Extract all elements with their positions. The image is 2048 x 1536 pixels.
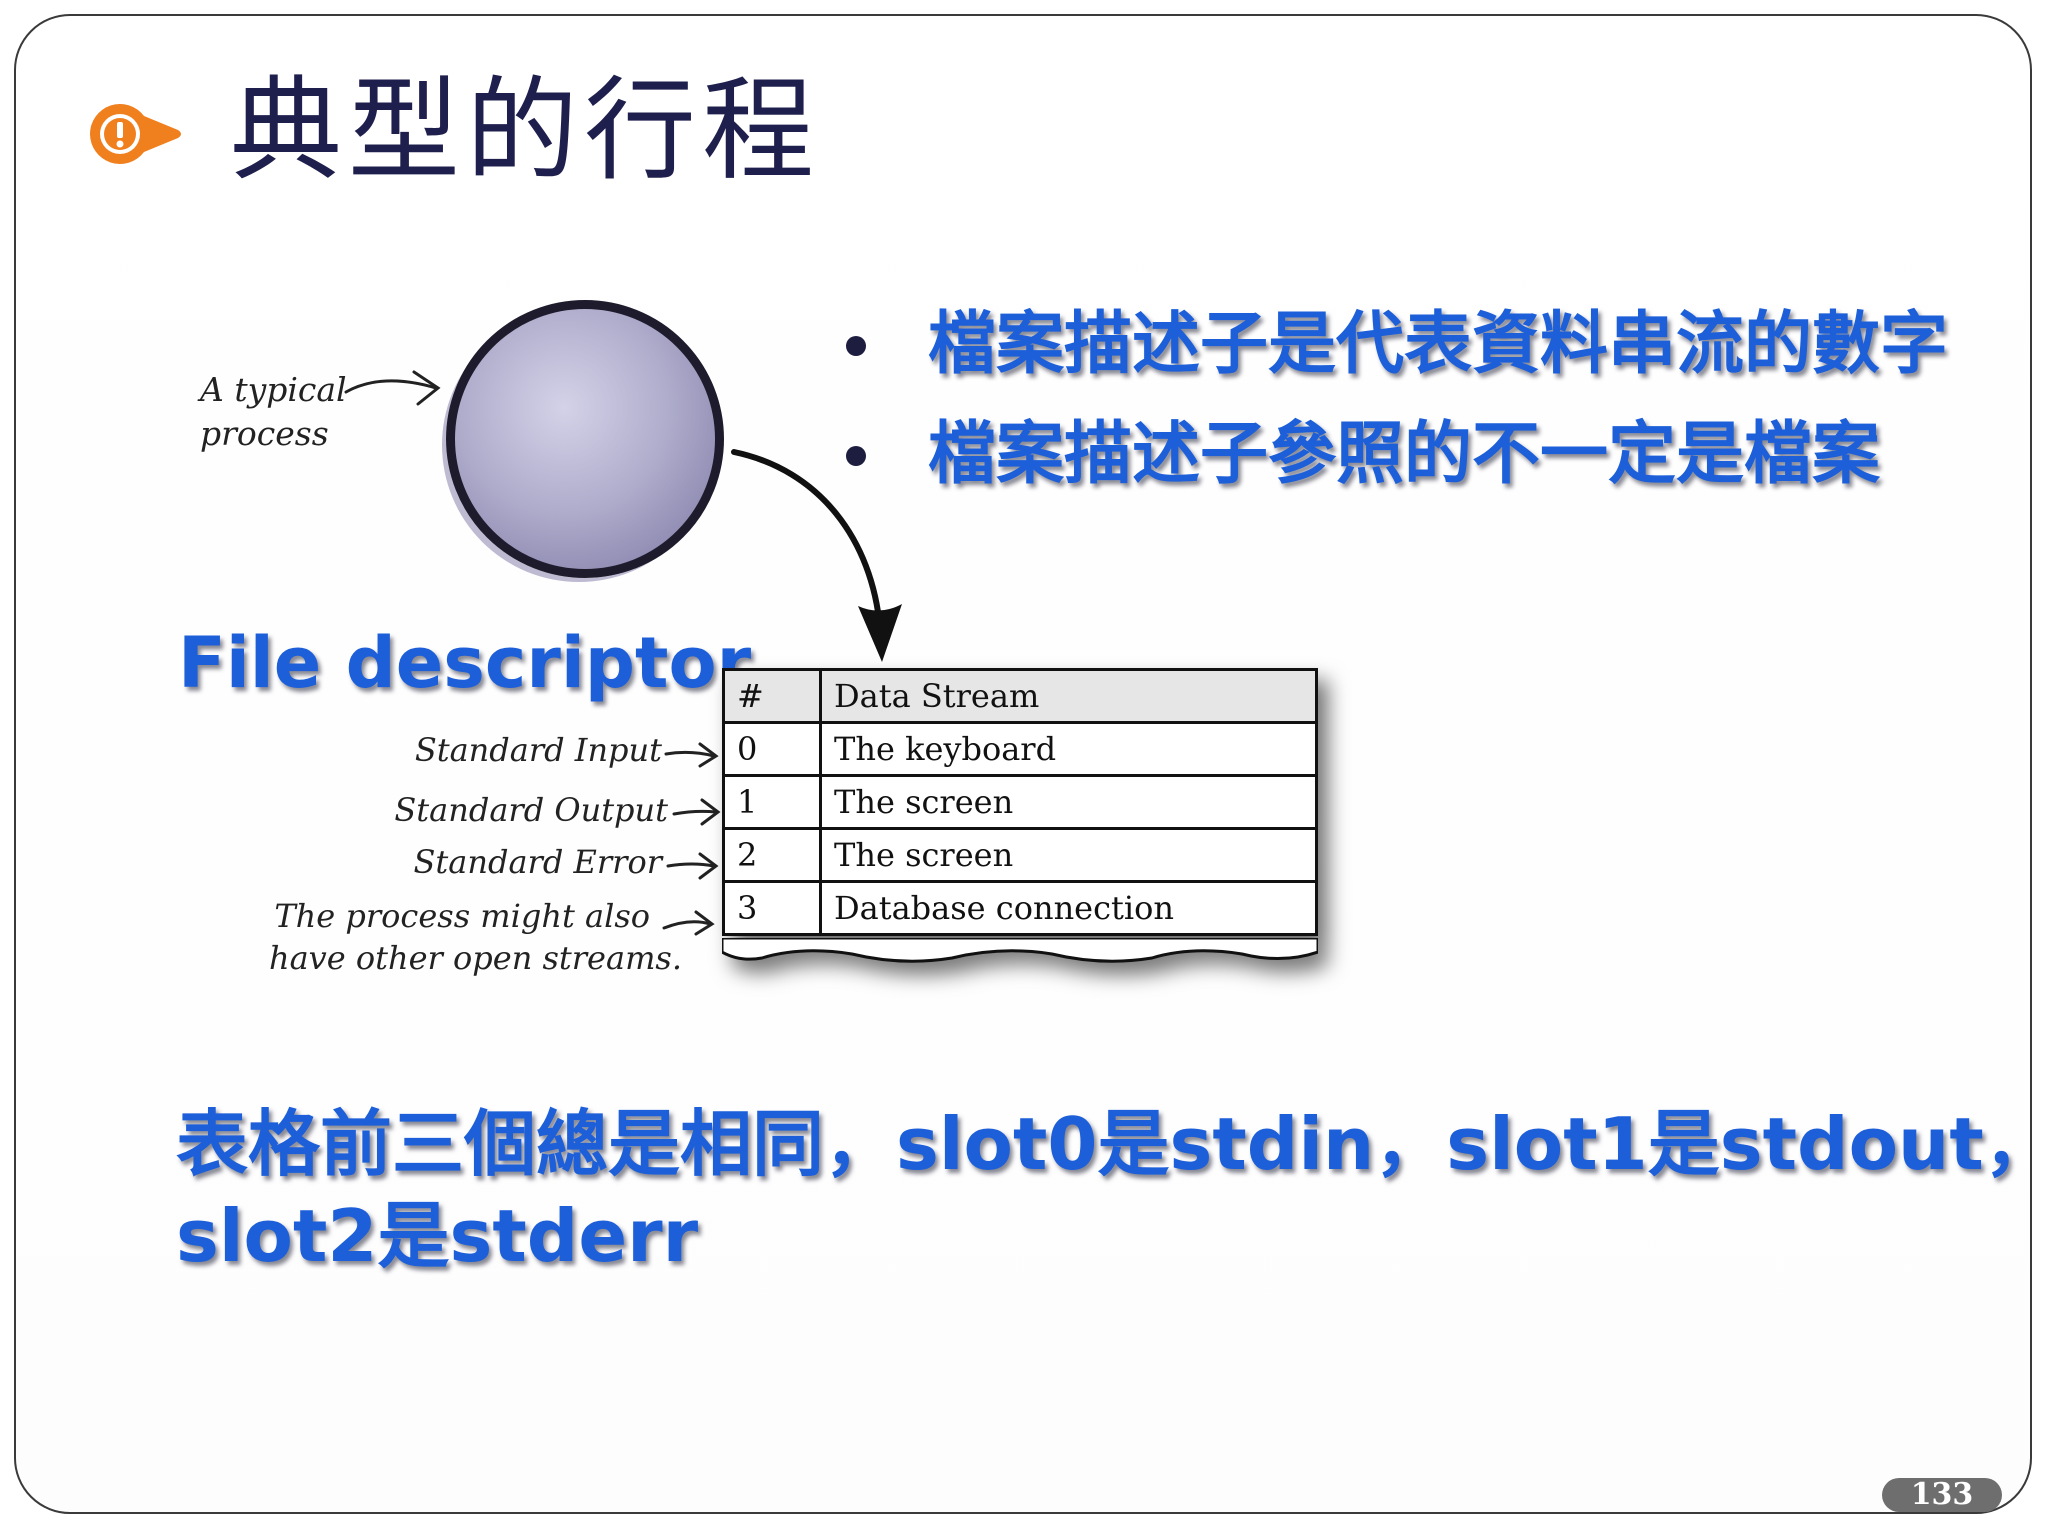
process-label: A typical process xyxy=(200,368,347,456)
bullet-item: 檔案描述子參照的不一定是檔案 xyxy=(846,400,1948,510)
process-label-line: A typical xyxy=(200,370,347,409)
process-circle xyxy=(446,300,724,578)
bullet-text: 檔案描述子參照的不一定是檔案 xyxy=(928,415,1881,494)
summary-text: 表格前三個總是相同，slot0是stdin，slot1是stdout， slot… xyxy=(176,1098,2048,1282)
torn-paper-edge xyxy=(722,938,1318,963)
process-label-line: process xyxy=(200,414,329,453)
table-cell-stream: The keyboard xyxy=(819,721,1318,777)
row-label-other-streams: The process might also xyxy=(274,897,650,935)
slide-title: 典型的行程 xyxy=(230,66,820,196)
table-header-stream: Data Stream xyxy=(819,668,1318,724)
bullet-item: 檔案描述子是代表資料串流的數字 xyxy=(846,290,1948,400)
row-label-stdin: Standard Input xyxy=(414,731,662,769)
exclamation-tag-icon xyxy=(90,103,181,164)
summary-line: 表格前三個總是相同，slot0是stdin，slot1是stdout， xyxy=(176,1102,2048,1186)
table-cell-number: 3 xyxy=(722,880,822,936)
summary-line: slot2是stderr xyxy=(176,1194,699,1278)
table-cell-number: 1 xyxy=(722,774,822,830)
table-header-number: # xyxy=(722,668,822,724)
table-cell-stream: The screen xyxy=(819,774,1318,830)
table-row: 1 The screen xyxy=(722,774,1318,830)
table-cell-stream: Database connection xyxy=(819,880,1318,936)
page-number-badge: 133 xyxy=(1882,1478,2002,1512)
row-label-stdout: Standard Output xyxy=(394,791,668,829)
table-row: 2 The screen xyxy=(722,827,1318,883)
row-label-stderr: Standard Error xyxy=(413,843,663,881)
table-cell-number: 2 xyxy=(722,827,822,883)
bullet-list: 檔案描述子是代表資料串流的數字 檔案描述子參照的不一定是檔案 xyxy=(846,290,1948,510)
file-descriptor-heading: File descriptor xyxy=(178,622,752,704)
table-row: 0 The keyboard xyxy=(722,721,1318,777)
file-descriptor-table: # Data Stream 0 The keyboard 1 The scree… xyxy=(722,668,1318,936)
table-cell-stream: The screen xyxy=(819,827,1318,883)
bullet-text: 檔案描述子是代表資料串流的數字 xyxy=(928,305,1949,384)
bullet-dot xyxy=(846,446,866,466)
file-descriptor-table-wrap: # Data Stream 0 The keyboard 1 The scree… xyxy=(722,668,1318,964)
table-row: 3 Database connection xyxy=(722,880,1318,936)
table-header-row: # Data Stream xyxy=(722,668,1318,724)
table-cell-number: 0 xyxy=(722,721,822,777)
bullet-dot xyxy=(846,336,866,356)
row-label-other-streams-2: have other open streams. xyxy=(268,939,682,977)
